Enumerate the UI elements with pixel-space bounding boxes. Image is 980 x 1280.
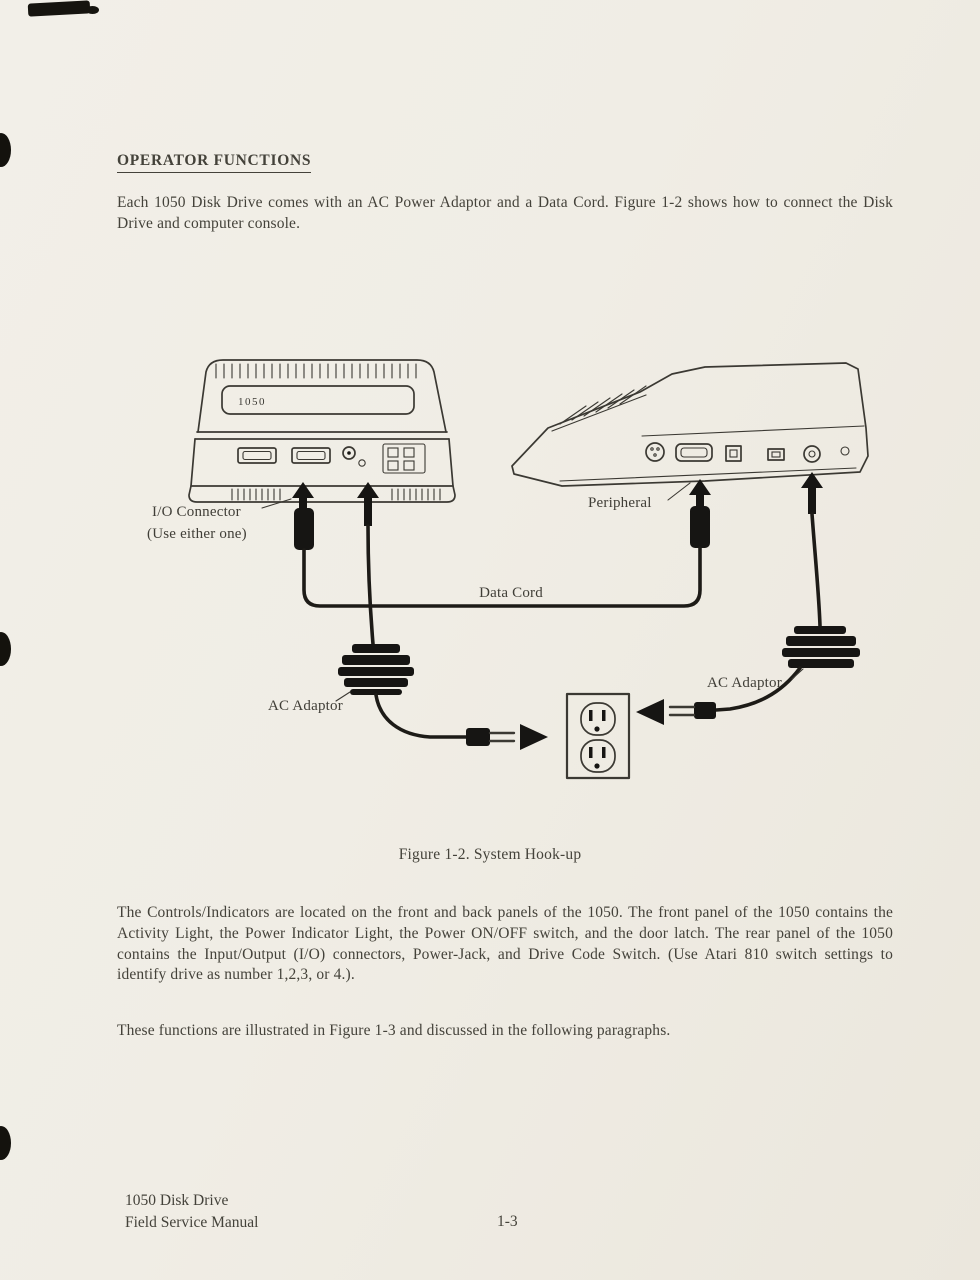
binding-mark-1 [0,133,11,167]
data-cord-plug-right [690,506,710,548]
io-connector-label-line2: (Use either one) [147,526,247,542]
drive-indicator [358,459,366,467]
ac-plug-right [694,702,716,719]
arrow-to-outlet-left [520,724,548,750]
arrow-drive-io-2 [357,482,379,526]
console-din-port [645,442,665,462]
footer-doc-title: 1050 Disk Drive Field Service Manual [125,1190,258,1233]
computer-console-drawing [511,362,869,487]
console-cartridge-port [767,448,785,461]
footer-line2: Field Service Manual [125,1213,259,1231]
drive-io-connector-2 [291,447,331,464]
figure-labels: I/O Connector (Use either one) Periphera… [147,482,804,714]
drive-model-label: 1050 [238,396,266,408]
connection-arrows [292,472,823,526]
functions-paragraph: These functions are illustrated in Figur… [117,1022,671,1039]
drive-io-connector-1 [237,447,277,464]
drive-bottom-vents-right [391,488,441,501]
drive-top-vents [215,363,417,379]
data-cord-drawing [294,506,710,608]
ac-adaptor-left-drawing [338,524,548,750]
binding-mark-2 [0,632,11,666]
section-heading: OPERATOR FUNCTIONS [117,152,312,173]
console-peripheral-port [675,443,713,462]
figure-caption: Figure 1-2. System Hook-up [398,846,582,863]
scan-artifact-top-2 [86,6,99,14]
binding-mark-3 [0,1126,11,1160]
peripheral-label: Peripheral [588,495,652,511]
controls-paragraph: The Controls/Indicators are located on t… [117,904,893,984]
figure-system-hookup: 1050 [147,359,869,780]
arrow-console-power [801,472,823,514]
data-cord-label: Data Cord [479,585,543,601]
io-connector-label-line1: I/O Connector [152,504,241,520]
ac-adaptor-right-block [782,626,860,668]
intro-paragraph: Each 1050 Disk Drive comes with an AC Po… [117,194,893,232]
console-small-port [840,446,850,456]
arrow-to-outlet-right [636,699,664,725]
page-number: 1-3 [497,1213,518,1230]
ac-adaptor-right-drawing [636,512,860,725]
ac-adaptor-left-label: AC Adaptor [268,698,343,714]
ac-adaptor-left-block [338,644,414,695]
ac-adaptor-right-label: AC Adaptor [707,675,782,691]
data-cord-plug-left [294,508,314,550]
drive-power-jack [342,446,356,460]
console-keyboard-hatches [559,385,647,425]
console-square-port [725,445,742,462]
drive-label-plate [221,385,415,415]
ac-plug-left [466,728,490,746]
scan-artifact-top [27,0,91,17]
drive-code-switch [382,443,426,474]
wall-outlet-drawing [565,692,631,780]
console-power-jack [803,445,821,463]
drive-bottom-vents-left [231,488,281,501]
disk-drive-drawing: 1050 [188,359,456,503]
footer-line1: 1050 Disk Drive [125,1192,229,1209]
